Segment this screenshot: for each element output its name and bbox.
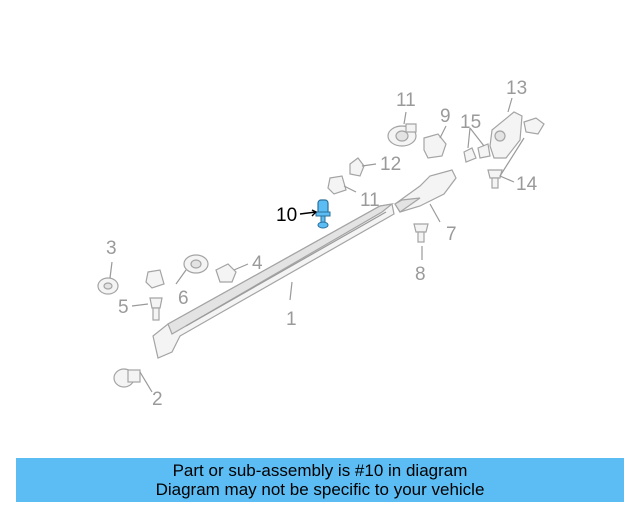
bolt-part-2 (113, 368, 141, 388)
callout-numbers: 1 2 3 4 5 6 7 8 9 10 11 11 12 13 14 15 (106, 78, 538, 410)
callout-1: 1 (286, 309, 297, 330)
info-banner: Part or sub-assembly is #10 in diagram D… (16, 458, 624, 502)
callout-12: 12 (380, 154, 401, 175)
callout-7: 7 (446, 224, 457, 245)
clip-part-10-highlighted (315, 199, 331, 229)
screw-part-14 (487, 169, 503, 189)
callout-3: 3 (106, 238, 117, 259)
banner-line-part-number: Part or sub-assembly is #10 in diagram (172, 461, 468, 480)
rocker-panel (152, 203, 395, 359)
callout-6: 6 (178, 288, 189, 309)
clip-part-11-mid (327, 175, 347, 195)
callout-8: 8 (415, 264, 426, 285)
leader-lines (109, 97, 525, 393)
clip-part-15 (463, 143, 491, 163)
clip-part-4 (215, 263, 237, 283)
grommet-part-11-top (387, 123, 417, 147)
parts-diagram: 1 2 3 4 5 6 7 8 9 10 11 11 12 13 14 15 (97, 78, 545, 410)
callout-14: 14 (516, 174, 538, 195)
callout-5: 5 (118, 297, 129, 318)
callout-4: 4 (252, 253, 263, 274)
clip-part-6 (145, 254, 209, 289)
callout-13: 13 (506, 78, 527, 99)
clip-part-9 (423, 133, 447, 159)
grommet-part-3 (97, 277, 119, 295)
callout-11-top: 11 (396, 90, 416, 111)
banner-line-disclaimer: Diagram may not be specific to your vehi… (155, 480, 485, 499)
callout-2: 2 (152, 389, 163, 410)
callout-15: 15 (460, 112, 481, 133)
callout-10: 10 (276, 205, 297, 226)
bracket-part-7 (394, 169, 457, 213)
bracket-part-13 (489, 111, 545, 159)
callout-11-mid: 11 (360, 190, 380, 211)
clip-part-12 (349, 157, 365, 177)
screw-part-5 (149, 297, 163, 321)
callout-9: 9 (440, 106, 451, 127)
screw-part-8 (413, 223, 429, 243)
